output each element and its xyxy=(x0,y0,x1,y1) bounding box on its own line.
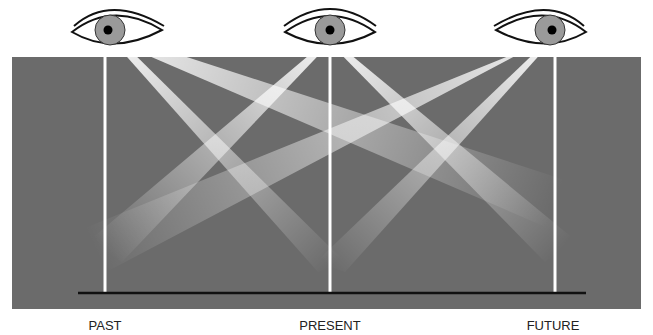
eye-present xyxy=(284,9,376,45)
eye-past xyxy=(72,10,164,45)
time-label: PRESENT xyxy=(299,318,360,333)
sight-lines xyxy=(105,40,555,292)
time-label: PAST xyxy=(89,318,122,333)
time-line xyxy=(78,292,586,295)
eye-future xyxy=(494,10,586,45)
time-label: FUTURE xyxy=(527,318,580,333)
vision-beams xyxy=(80,34,575,272)
